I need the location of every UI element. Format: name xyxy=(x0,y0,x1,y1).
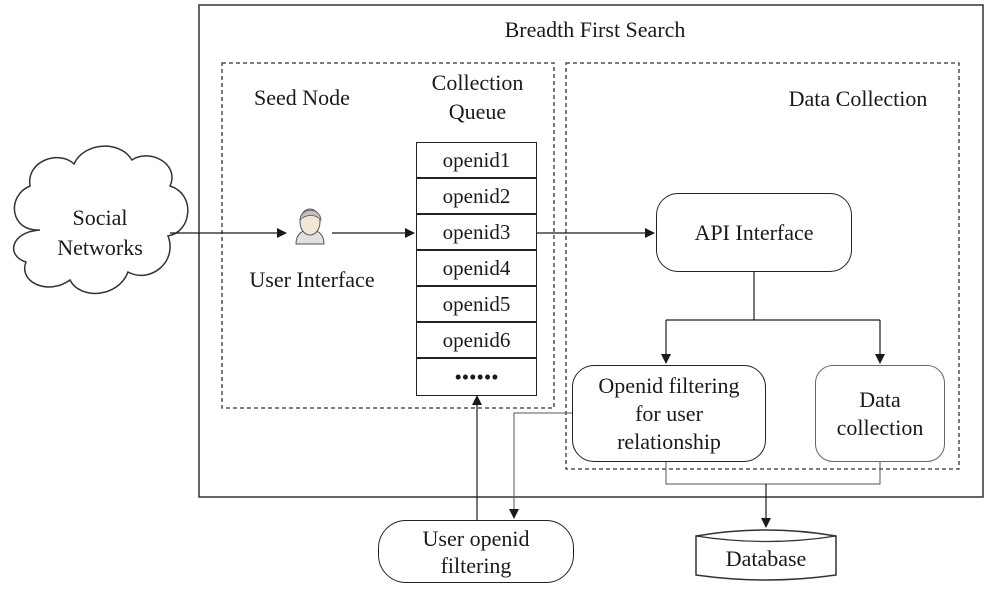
seed-node-region xyxy=(221,62,555,409)
openid-filtering-line1: Openid filtering xyxy=(598,372,740,398)
openid-filtering-line3: relationship xyxy=(617,428,721,454)
seed-node-label: Seed Node xyxy=(254,85,350,110)
queue-item: openid3 xyxy=(416,214,537,250)
social-networks-cloud xyxy=(12,145,189,295)
user-openid-filtering-line2: filtering xyxy=(440,552,512,578)
user-interface-label: User Interface xyxy=(249,267,375,292)
user-openid-filtering-box: User openid filtering xyxy=(378,520,574,583)
data-collection-line2: collection xyxy=(836,414,924,440)
user-openid-filtering-line1: User openid xyxy=(422,525,530,551)
user-icon xyxy=(295,208,325,245)
database-label: Database xyxy=(725,546,807,571)
database-cylinder xyxy=(695,529,837,581)
diagram-title: Breadth First Search xyxy=(504,17,686,42)
social-networks-label-line1: Social xyxy=(72,205,128,230)
db-merge-line xyxy=(665,461,881,485)
openid-filtering-box: Openid filtering for user relationship xyxy=(572,365,766,462)
queue-item: openid6 xyxy=(416,322,537,358)
arrow-filter-to-user-openid xyxy=(509,412,572,519)
social-networks-label-line2: Networks xyxy=(57,235,143,260)
queue-item: openid5 xyxy=(416,286,537,322)
queue-item: openid1 xyxy=(416,142,537,178)
queue-item: openid4 xyxy=(416,250,537,286)
data-collection-line1: Data xyxy=(859,386,901,412)
api-interface-box: API Interface xyxy=(656,193,852,272)
data-collection-box: Data collection xyxy=(815,365,945,462)
api-interface-label: API Interface xyxy=(694,219,814,245)
bfs-frame xyxy=(198,4,984,498)
data-collection-region-label: Data Collection xyxy=(788,86,928,111)
openid-filtering-line2: for user xyxy=(635,400,703,426)
queue-item: •••••• xyxy=(416,358,537,396)
data-collection-region xyxy=(565,62,960,470)
collection-queue-label-line2: Queue xyxy=(448,99,507,124)
collection-queue-label-line1: Collection xyxy=(431,70,524,95)
queue-item: openid2 xyxy=(416,178,537,214)
